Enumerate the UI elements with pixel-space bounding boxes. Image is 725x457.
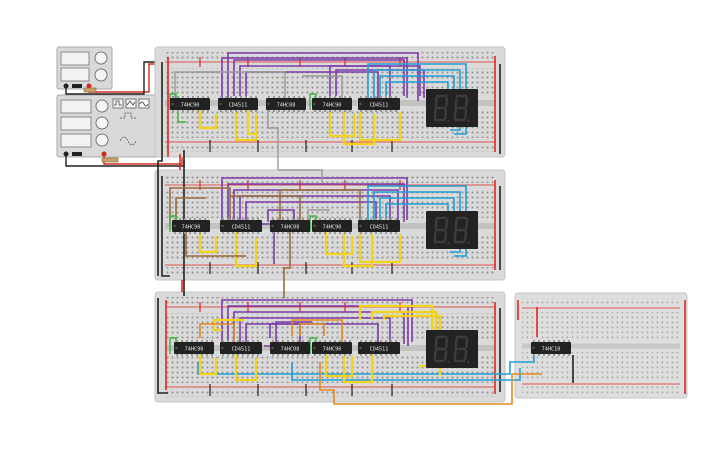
chip-label: CD4511: [232, 347, 251, 353]
chip-label: CD4511: [229, 103, 248, 109]
chip-decoder-1a[interactable]: CD4511: [218, 96, 258, 112]
chip-label: 74HC90: [323, 347, 342, 353]
breadboard-4[interactable]: [514, 292, 688, 399]
chip-label: 74HC08: [277, 103, 296, 109]
function-generator[interactable]: [56, 94, 158, 158]
chip-label: 74HC08: [281, 347, 300, 353]
chip-gate-2[interactable]: 74HC08: [270, 218, 310, 234]
chip-label: 74HC90: [323, 103, 342, 109]
chip-label: CD4511: [232, 225, 251, 231]
chip-label: 74HC10: [542, 347, 561, 353]
chip-label: CD4511: [370, 103, 389, 109]
chip-counter-3b[interactable]: 74HC90: [312, 340, 352, 356]
chip-label: 74HC90: [185, 347, 204, 353]
power-supply[interactable]: [56, 46, 113, 90]
chip-decoder-3b[interactable]: CD4511: [358, 340, 400, 356]
chip-counter-1a[interactable]: 74HC90: [170, 96, 210, 112]
chip-counter-1b[interactable]: 74HC90: [312, 96, 352, 112]
chip-decoder-2a[interactable]: CD4511: [220, 218, 262, 234]
chip-label: CD4511: [370, 347, 389, 353]
display-digits: 88: [434, 96, 470, 131]
chip-label: 74HC08: [281, 225, 300, 231]
display-3: 88: [426, 330, 478, 372]
chip-gate-3[interactable]: 74HC08: [270, 340, 310, 356]
display-1: 88: [426, 89, 478, 131]
chip-decoder-2b[interactable]: CD4511: [358, 218, 400, 234]
chip-counter-3a[interactable]: 74HC90: [174, 340, 214, 356]
chip-label: 74HC90: [181, 103, 200, 109]
chip-counter-2b[interactable]: 74HC90: [312, 218, 352, 234]
seven-segment-displays: 88 88 88: [426, 89, 478, 372]
chip-label: 74HC90: [323, 225, 342, 231]
chip-gate-1[interactable]: 74HC08: [266, 96, 306, 112]
chip-counter-2a[interactable]: 74HC90: [172, 218, 210, 234]
display-digits: 88: [434, 218, 470, 253]
display-digits: 88: [434, 337, 470, 372]
chip-decoder-3a[interactable]: CD4511: [220, 340, 262, 356]
chip-label: 74HC90: [182, 225, 201, 231]
wires-orange: [199, 319, 542, 405]
chip-decoder-1b[interactable]: CD4511: [358, 96, 400, 112]
display-2: 88: [426, 211, 478, 253]
chip-extra[interactable]: 74HC10: [531, 340, 571, 356]
chip-label: CD4511: [370, 225, 389, 231]
wires-brown: [169, 187, 361, 298]
